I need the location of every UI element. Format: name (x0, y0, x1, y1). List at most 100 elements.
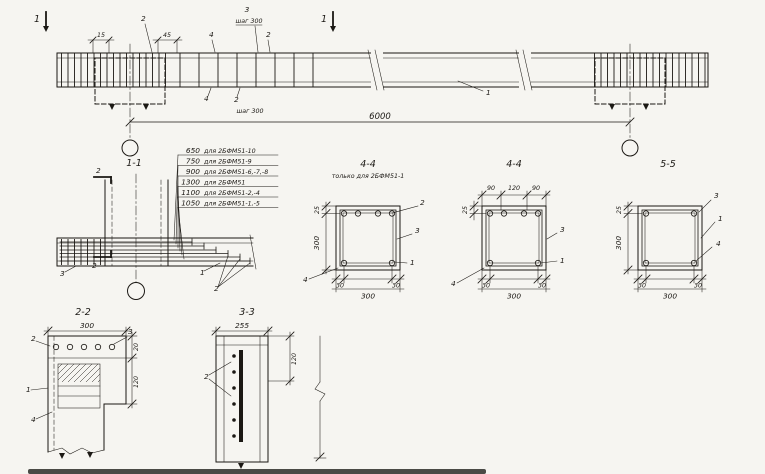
callout-3: 3 (128, 327, 133, 336)
callout-3: 3 (560, 225, 565, 234)
dim-30: 30 (482, 283, 490, 290)
bar-length: 650 (186, 146, 200, 155)
dim-width: 300 (361, 292, 375, 301)
beam-elevation: 6000 1 1 15 45 2 4 3 шаг 300 (34, 5, 709, 157)
dim-cover: 25 (462, 206, 469, 214)
bar-note: для 2БФМ51 (203, 180, 245, 187)
callout-3: 3 (714, 191, 719, 200)
dim-cover: 25 (616, 206, 623, 214)
callout-1: 1 (26, 385, 31, 394)
bar-length: 900 (186, 167, 200, 176)
bar-note: для 2БФМ51-10 (203, 148, 256, 155)
stirrup (339, 209, 397, 267)
bar-length: 1100 (181, 188, 200, 197)
callout-3: 3 (415, 226, 420, 235)
dim-cover: 25 (314, 206, 321, 214)
bar-length-table: 650 для 2БФМ51-10 750 для 2БФМ51-9 900 д… (173, 146, 279, 260)
axis-bubble (127, 282, 145, 300)
callout-2: 2 (204, 372, 209, 381)
dim-90: 90 (532, 185, 540, 192)
axis-bubble-left (121, 139, 139, 157)
dim-30: 30 (538, 283, 546, 290)
cut-label: 2 (96, 166, 101, 175)
dim-30: 30 (392, 283, 400, 290)
callout-1: 1 (486, 88, 491, 97)
callout-4: 4 (31, 415, 36, 424)
callout-2: 2 (234, 95, 239, 104)
section-1-1: 1-1 2 2 3 1 (56, 158, 257, 300)
callout-1: 1 (560, 256, 565, 265)
arrow-down-icon (87, 452, 93, 458)
dim-height: 300 (614, 236, 623, 250)
callout-2: 2 (266, 30, 271, 39)
stirrup-zone-right (590, 53, 706, 87)
arrow-down-icon (643, 104, 649, 110)
dim-30: 30 (336, 283, 344, 290)
dim-120: 120 (291, 353, 298, 365)
callout-2: 2 (31, 334, 36, 343)
callout-2: 2 (214, 284, 219, 293)
section-title: 4-4 (360, 159, 376, 170)
arrow-down-icon (238, 463, 244, 469)
callout-2: 2 (420, 198, 425, 207)
arrow-down-icon (109, 104, 115, 110)
callout-4: 4 (204, 94, 209, 103)
steel-plate (239, 350, 243, 442)
callout-1: 1 (718, 214, 723, 223)
dim-45: 45 (163, 32, 171, 39)
bar-note: для 2БФМ51-2,-4 (203, 190, 260, 197)
section-2-2: 2-2 300 20 120 (26, 307, 140, 459)
dim-90: 90 (487, 185, 495, 192)
callout-4: 4 (209, 30, 214, 39)
step-note: шаг 300 (237, 108, 264, 115)
span-dimension: 6000 (369, 112, 391, 122)
bar-note: для 2БФМ51-6,-7,-8 (203, 169, 268, 176)
section-title: 2-2 (75, 307, 91, 318)
callout-3: 3 (245, 5, 250, 14)
axis-bubble-right (621, 139, 639, 157)
dim-width: 300 (663, 292, 677, 301)
bottom-scrollbar[interactable] (28, 469, 486, 474)
dim-120: 120 (508, 185, 520, 192)
dim-30: 30 (638, 283, 646, 290)
section-cut-1-right: 1 (321, 11, 336, 32)
cut-label: 1 (34, 14, 40, 25)
dim-width: 255 (235, 321, 249, 330)
arrow-down-icon (143, 104, 149, 110)
dim-20: 20 (133, 343, 140, 351)
stirrup (641, 209, 699, 267)
stirrup (485, 209, 543, 267)
dim-15: 15 (97, 32, 105, 39)
cut-arrow-icon (43, 26, 49, 32)
section-subtitle: только для 2БФМ51-1 (332, 173, 405, 180)
section-cut-1-left: 1 (34, 11, 49, 32)
dim-120: 120 (133, 376, 140, 388)
arrow-down-icon (609, 104, 615, 110)
dim-height: 300 (312, 236, 321, 250)
callout-1: 1 (200, 268, 205, 277)
cut-label: 1 (321, 14, 327, 25)
section-5-5: 5-5 25 300 30 30 300 3 1 4 (614, 159, 723, 301)
section-3-3: 3-3 255 2 120 (204, 307, 327, 469)
section-title: 3-3 (239, 307, 255, 318)
callout-1: 1 (410, 258, 415, 267)
arrow-down-icon (59, 453, 65, 459)
section-title: 1-1 (126, 158, 142, 169)
dim-width: 300 (507, 292, 521, 301)
dim-30: 30 (694, 283, 702, 290)
section-title: 4-4 (506, 159, 522, 170)
bar-length: 750 (186, 157, 200, 166)
section-title: 5-5 (660, 159, 676, 170)
section-4-4b: 4-4 90 120 90 25 30 3 (451, 159, 565, 301)
cut-arrow-icon (330, 26, 336, 32)
stirrup-zone-mid (172, 53, 330, 87)
callout-4: 4 (451, 279, 456, 288)
callout-4: 4 (303, 275, 308, 284)
callout-4: 4 (716, 239, 721, 248)
dim-width: 300 (80, 321, 94, 330)
bar-note: для 2БФМ51-1,-5 (203, 201, 260, 208)
section-4-4a: 4-4 только для 2БФМ51-1 25 300 30 30 300… (303, 159, 425, 301)
callout-3: 3 (60, 269, 65, 278)
